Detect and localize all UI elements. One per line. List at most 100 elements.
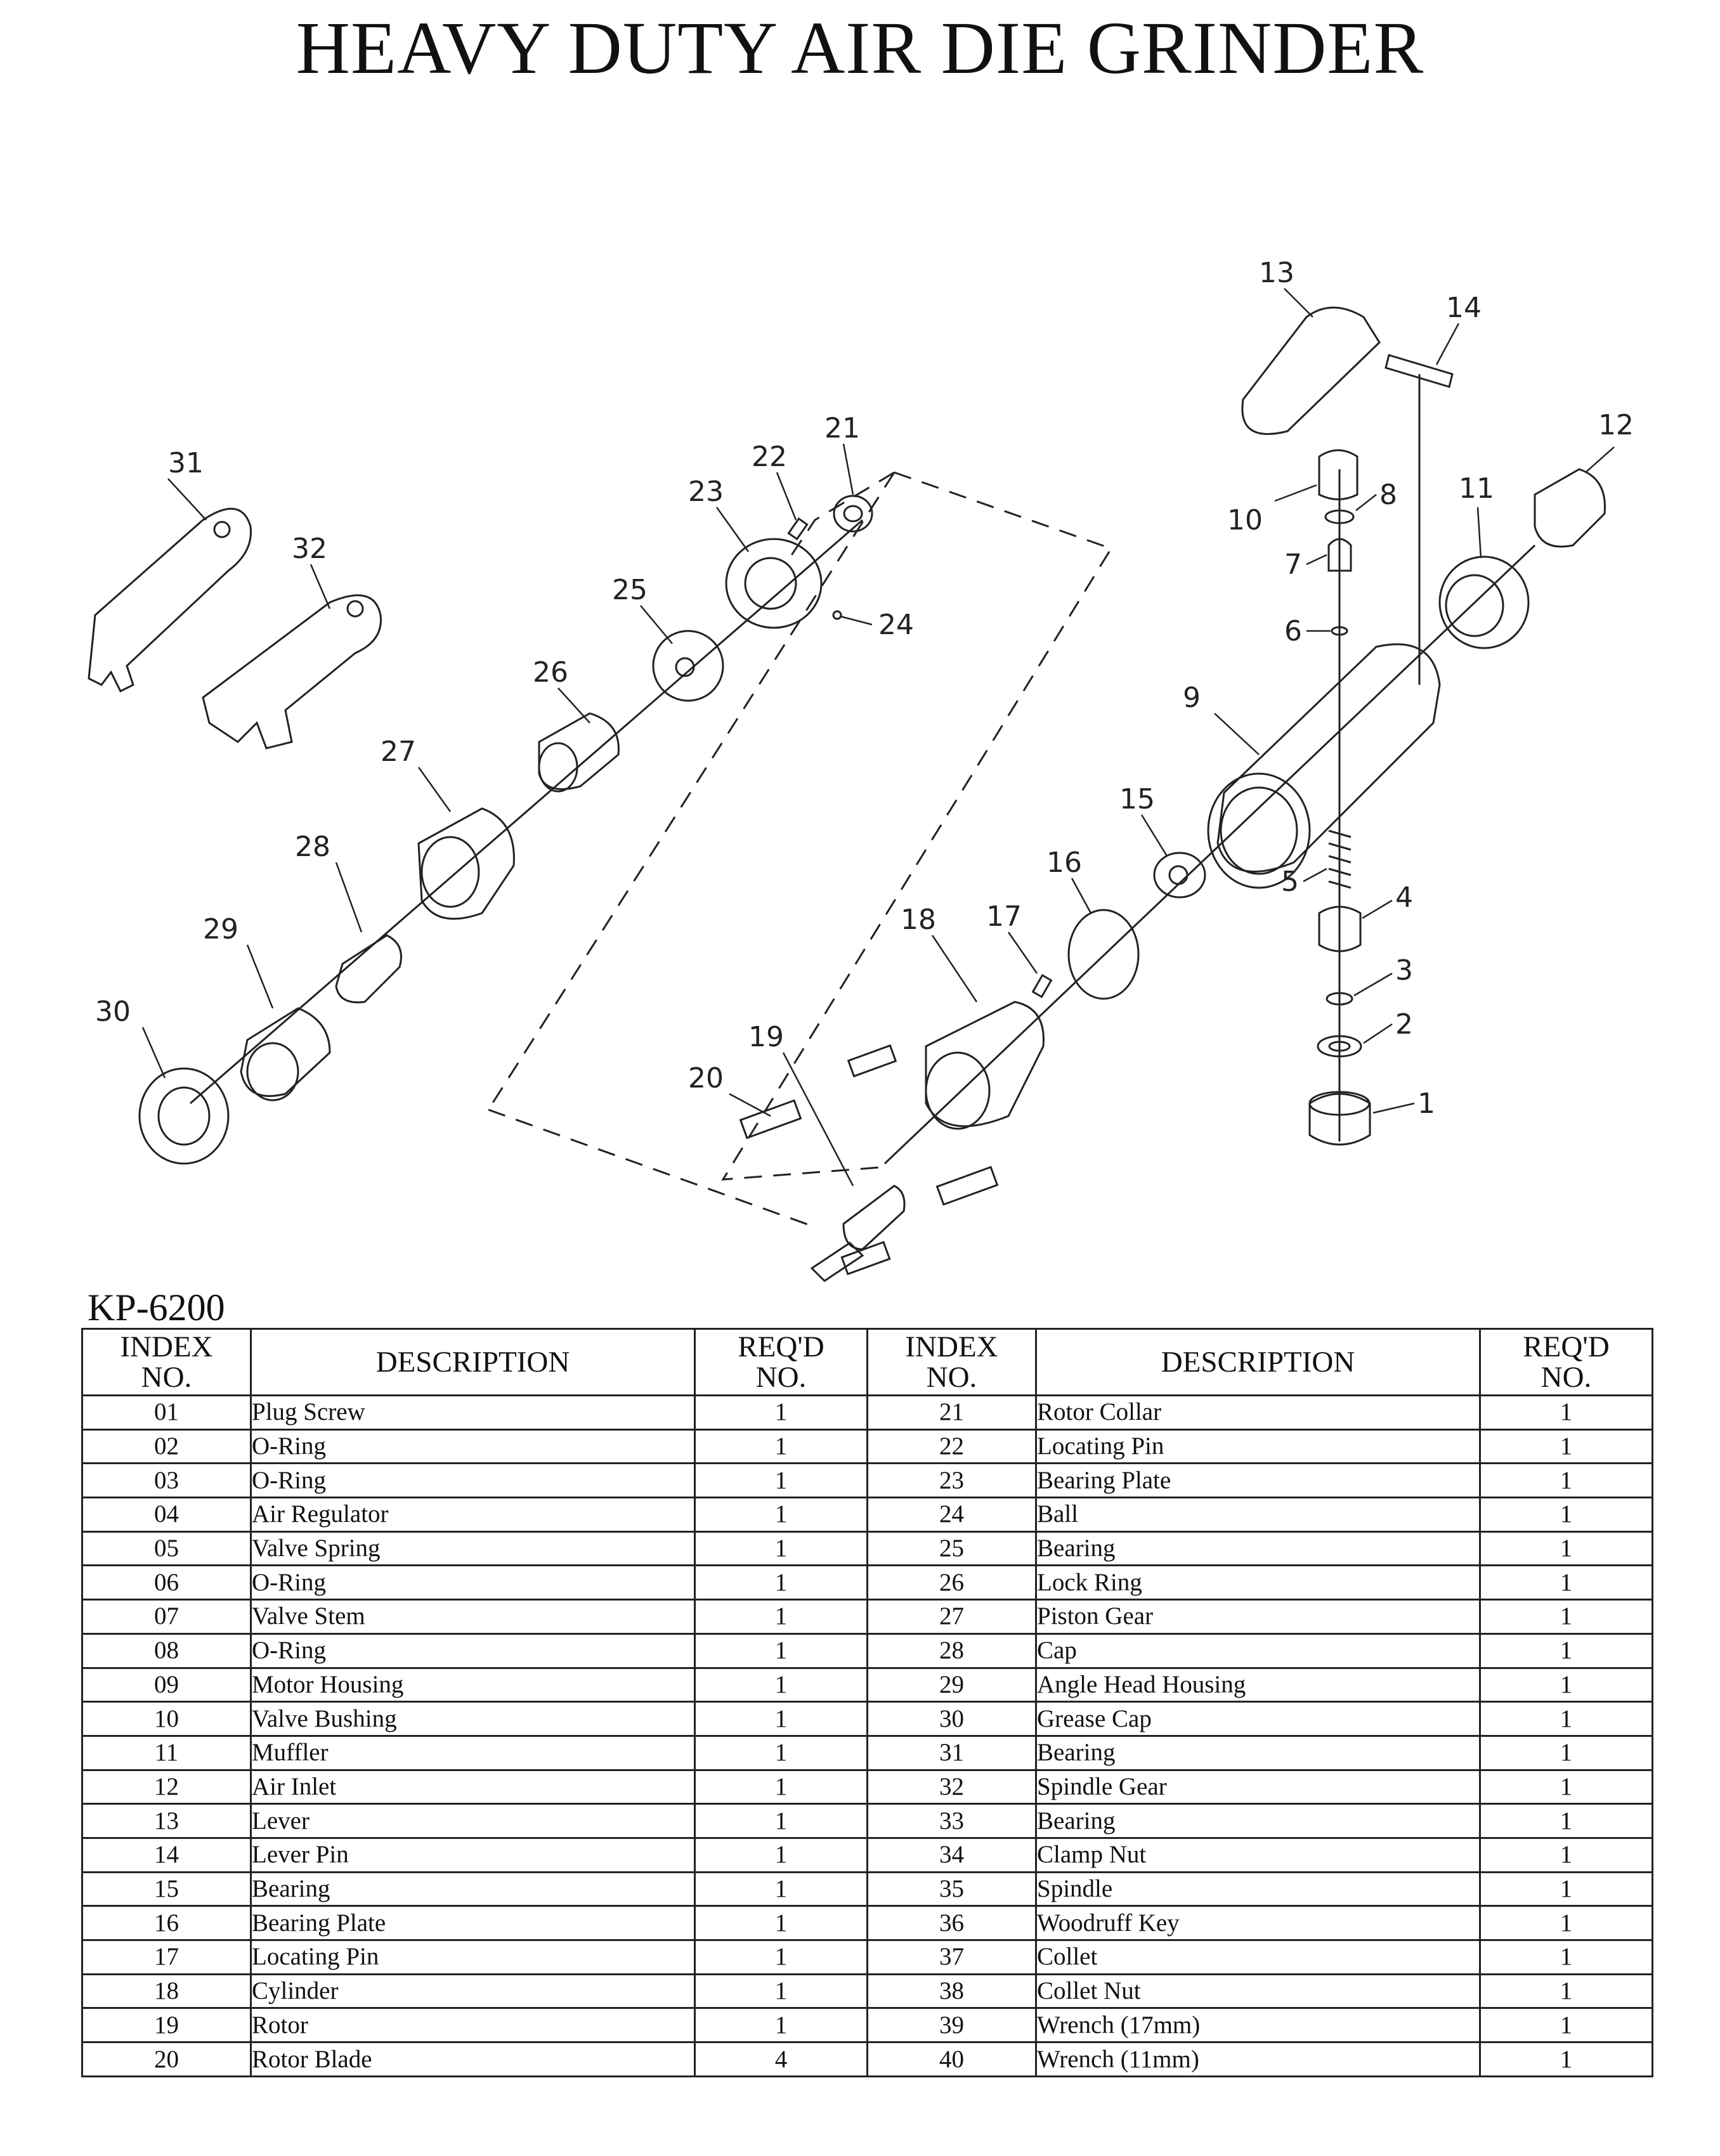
index-cell: 30	[866, 1701, 1037, 1737]
description-cell: Bearing Plate	[1035, 1462, 1481, 1499]
rotor-blade	[847, 1044, 897, 1078]
index-cell: 09	[81, 1666, 252, 1703]
qty-cell: 1	[1479, 1939, 1653, 1975]
callout-1: 1	[1417, 1088, 1435, 1120]
page-title: HEAVY DUTY AIR DIE GRINDER	[296, 6, 1424, 89]
qty-cell: 1	[694, 1599, 868, 1635]
description-cell: Grease Cap	[1035, 1701, 1481, 1737]
angle-head-housing	[240, 1007, 331, 1097]
description-cell: Spindle	[1035, 1871, 1481, 1907]
description-cell: Motor Housing	[250, 1666, 696, 1703]
qty-cell: 1	[694, 1939, 868, 1975]
callout-32: 32	[292, 533, 327, 565]
qty-cell: 1	[694, 1632, 868, 1669]
description-cell: Muffler	[250, 1734, 696, 1771]
qty-cell: 1	[694, 1905, 868, 1941]
callout-6: 6	[1284, 615, 1302, 647]
callout-17: 17	[986, 900, 1022, 933]
rotor-blade	[935, 1166, 999, 1206]
index-cell: 07	[81, 1599, 252, 1635]
wrench-11mm	[88, 507, 252, 693]
index-cell: 37	[866, 1939, 1037, 1975]
qty-cell: 1	[694, 1428, 868, 1465]
qty-cell: 1	[1479, 1564, 1653, 1601]
qty-cell: 4	[694, 2041, 868, 2077]
air-inlet	[1534, 468, 1606, 548]
callout-15: 15	[1119, 783, 1155, 815]
qty-cell: 1	[1479, 1599, 1653, 1635]
qty-cell: 1	[1479, 1632, 1653, 1669]
description-cell: Bearing	[1035, 1734, 1481, 1771]
callout-19: 19	[748, 1021, 784, 1053]
index-cell: 04	[81, 1497, 252, 1533]
o-ring-2	[1317, 1035, 1362, 1058]
index-cell: 26	[866, 1564, 1037, 1601]
bearing-15	[1153, 852, 1206, 899]
index-cell: 06	[81, 1564, 252, 1601]
description-cell: Angle Head Housing	[1035, 1666, 1481, 1703]
qty-cell: 1	[694, 1701, 868, 1737]
qty-cell: 1	[694, 1836, 868, 1873]
description-cell: Rotor Collar	[1035, 1394, 1481, 1431]
index-cell: 28	[866, 1632, 1037, 1669]
qty-cell: 1	[1479, 1803, 1653, 1839]
qty-cell: 1	[1479, 1734, 1653, 1771]
qty-cell: 1	[1479, 2007, 1653, 2044]
index-cell: 20	[81, 2041, 252, 2077]
qty-cell: 1	[1479, 1973, 1653, 2010]
locating-pin-17	[1031, 973, 1053, 999]
description-cell: Lever	[250, 1803, 696, 1839]
column-header: DESCRIPTION	[1035, 1328, 1481, 1396]
callout-18: 18	[901, 904, 936, 936]
index-cell: 17	[81, 1939, 252, 1975]
index-cell: 27	[866, 1599, 1037, 1635]
callout-12: 12	[1598, 409, 1634, 441]
qty-cell: 1	[1479, 1428, 1653, 1465]
index-cell: 32	[866, 1769, 1037, 1805]
rotor-blade	[739, 1099, 802, 1140]
index-cell: 05	[81, 1530, 252, 1567]
callout-13: 13	[1259, 257, 1294, 289]
index-cell: 31	[866, 1734, 1037, 1771]
qty-cell: 1	[1479, 2041, 1653, 2077]
callout-4: 4	[1395, 881, 1413, 914]
qty-cell: 1	[1479, 1530, 1653, 1567]
callout-8: 8	[1379, 479, 1397, 511]
index-cell: 33	[866, 1803, 1037, 1839]
callout-16: 16	[1046, 847, 1082, 879]
description-cell: Bearing	[250, 1871, 696, 1907]
qty-cell: 1	[1479, 1394, 1653, 1431]
index-cell: 38	[866, 1973, 1037, 2010]
description-cell: O-Ring	[250, 1462, 696, 1499]
qty-cell: 1	[694, 1564, 868, 1601]
cylinder	[925, 1001, 1045, 1127]
callout-30: 30	[95, 996, 131, 1028]
description-cell: Bearing	[1035, 1530, 1481, 1567]
description-cell: Lever Pin	[250, 1836, 696, 1873]
index-cell: 14	[81, 1836, 252, 1873]
valve-stem	[1327, 538, 1352, 572]
locating-pin-top	[787, 517, 809, 541]
callout-25: 25	[612, 574, 648, 606]
description-cell: Valve Stem	[250, 1599, 696, 1635]
piston-gear	[417, 807, 515, 920]
qty-cell: 1	[694, 1803, 868, 1839]
o-ring-6	[1331, 626, 1348, 636]
index-cell: 35	[866, 1871, 1037, 1907]
description-cell: Cylinder	[250, 1973, 696, 2010]
index-cell: 15	[81, 1871, 252, 1907]
callout-22: 22	[752, 441, 787, 473]
rotor-collar	[833, 495, 873, 533]
motor-housing	[1216, 643, 1441, 873]
qty-cell: 1	[694, 1734, 868, 1771]
